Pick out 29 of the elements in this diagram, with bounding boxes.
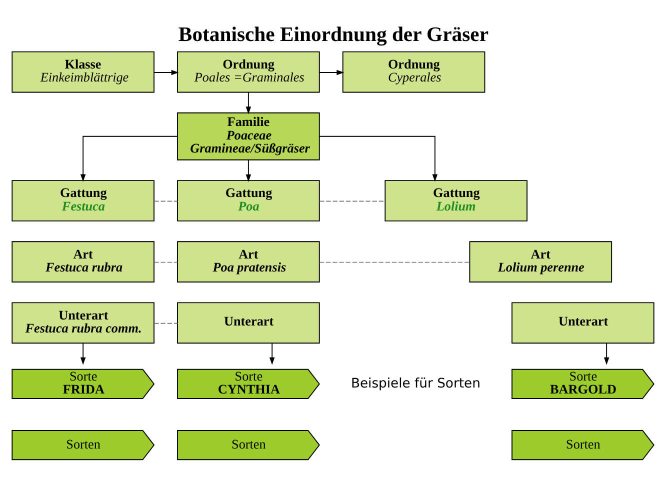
- node-box: Ordnung Poales =Graminales: [177, 51, 320, 93]
- connector: [319, 200, 386, 202]
- node-box: Art Festuca rubra: [12, 241, 154, 282]
- node-box: Gattung Lolium: [384, 180, 528, 222]
- node-box: Art Lolium perenne: [469, 241, 612, 282]
- node-box: Gattung Poa: [177, 180, 320, 222]
- node-box: Klasse Einkeimblättrige: [12, 51, 154, 93]
- connector: [319, 262, 470, 263]
- arrow: [319, 70, 344, 76]
- arrow: [80, 342, 86, 365]
- node-box: Gattung Festuca: [12, 180, 154, 222]
- arrow: [319, 136, 438, 182]
- arrow: [269, 342, 275, 365]
- node-box: Unterart Festuca rubra comm.: [12, 302, 154, 344]
- arrow: [80, 136, 178, 182]
- connector: [154, 322, 178, 324]
- node-box: Unterart: [512, 302, 654, 344]
- node-box: Unterart: [177, 302, 320, 344]
- arrow: [246, 160, 252, 182]
- arrow: [154, 70, 179, 76]
- node-box: Ordnung Cyperales: [342, 51, 486, 93]
- label: Beispiele für Sorten: [350, 376, 480, 392]
- connector: [154, 200, 178, 202]
- node-box: Art Poa pratensis: [177, 241, 320, 282]
- diagram-title: Botanische Einordnung der Gräser: [178, 24, 489, 46]
- arrow: [246, 92, 252, 114]
- arrow: [604, 342, 610, 365]
- connector: [154, 262, 178, 263]
- node-box: Familie Poaceae Gramineae/Süßgräser: [177, 112, 320, 160]
